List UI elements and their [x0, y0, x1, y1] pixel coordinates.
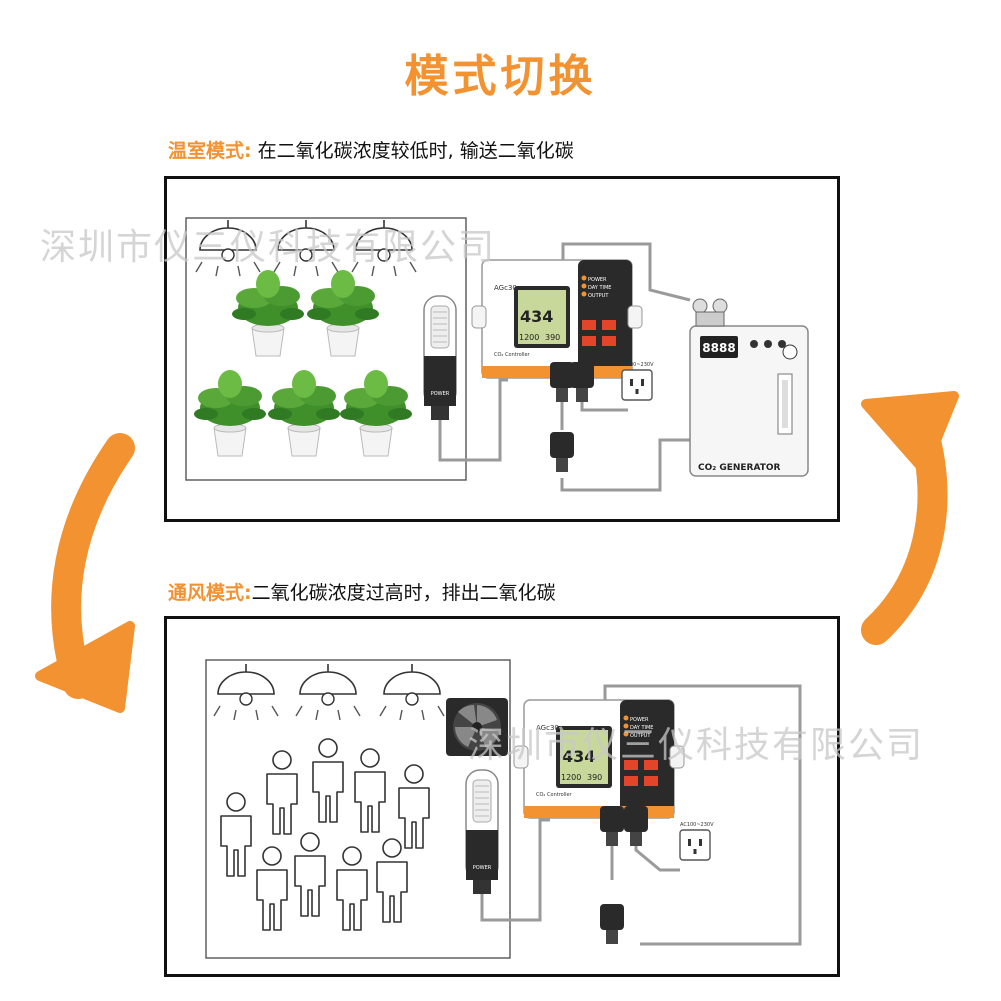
controller-model: AGc30	[494, 284, 517, 292]
controller-setpoint-bottom: 390	[587, 773, 602, 782]
plugs-top	[550, 362, 594, 472]
indicator-daytime: DAY TIME	[588, 285, 611, 291]
ventilation-mode-tag: 通风模式:	[168, 582, 252, 604]
plant-group	[193, 269, 413, 457]
co2-generator: 8888 CO₂ GENERATOR	[689, 298, 809, 477]
controller-time: 1200	[519, 333, 539, 342]
indicator-power-bottom: POWER	[630, 717, 649, 723]
indicator-daytime-bottom: DAY TIME	[630, 725, 653, 731]
ventilation-mode-desc: 二氧化碳浓度过高时，排出二氧化碳	[251, 582, 556, 604]
controller-model-bottom: AGc30	[536, 724, 559, 732]
generator-label: CO₂ GENERATOR	[698, 463, 781, 473]
people-group	[220, 738, 430, 931]
ventilation-enclosure	[205, 659, 511, 959]
co2-sensor-top: POWER	[423, 295, 457, 421]
arrow-to-ventilation	[35, 433, 135, 713]
indicator-output-bottom: OUTPUT	[630, 733, 651, 739]
wall-socket-top: AC100~230V	[620, 362, 654, 401]
grow-lamps-bottom	[213, 663, 445, 721]
plugs-bottom	[600, 806, 648, 944]
indicator-power: POWER	[588, 277, 607, 283]
controller-setpoint: 390	[545, 333, 560, 342]
exhaust-fan	[446, 698, 508, 756]
controller-time-bottom: 1200	[561, 773, 581, 782]
greenhouse-enclosure	[185, 217, 467, 481]
sensor-power-label: POWER	[431, 391, 450, 397]
socket-label-top: AC100~230V	[620, 362, 654, 368]
co2-sensor-bottom: POWER	[465, 769, 499, 895]
watermark-bottom: 深圳市仪三仪科技有限公司	[468, 725, 925, 766]
sensor-power-label-bottom: POWER	[473, 865, 492, 871]
controller-name-bottom: CO₂ Controller	[536, 792, 573, 798]
co2-controller-bottom: AGc30 434 1200 390 CO₂ Controller POWER …	[513, 699, 685, 819]
greenhouse-mode-desc: 在二氧化碳浓度较低时, 输送二氧化碳	[251, 140, 574, 162]
wall-socket-bottom: AC100~230V	[679, 822, 714, 861]
greenhouse-mode-tag: 温室模式:	[168, 140, 252, 162]
co2-controller-top: AGc30 434 1200 390 CO₂ Controller POWER …	[471, 259, 643, 379]
controller-reading: 434	[520, 307, 553, 326]
indicator-output: OUTPUT	[588, 293, 609, 299]
ventilation-caption: 通风模式:二氧化碳浓度过高时，排出二氧化碳	[168, 578, 556, 605]
arrow-to-greenhouse	[861, 391, 959, 645]
socket-label-bottom: AC100~230V	[680, 822, 714, 828]
generator-display: 8888	[702, 341, 735, 355]
controller-name: CO₂ Controller	[494, 352, 531, 358]
controller-reading-bottom: 434	[562, 747, 595, 766]
page-title: 模式切换	[404, 51, 597, 102]
greenhouse-caption: 温室模式: 在二氧化碳浓度较低时, 输送二氧化碳	[168, 136, 574, 163]
watermark-top: 深圳市仪三仪科技有限公司	[40, 227, 497, 268]
